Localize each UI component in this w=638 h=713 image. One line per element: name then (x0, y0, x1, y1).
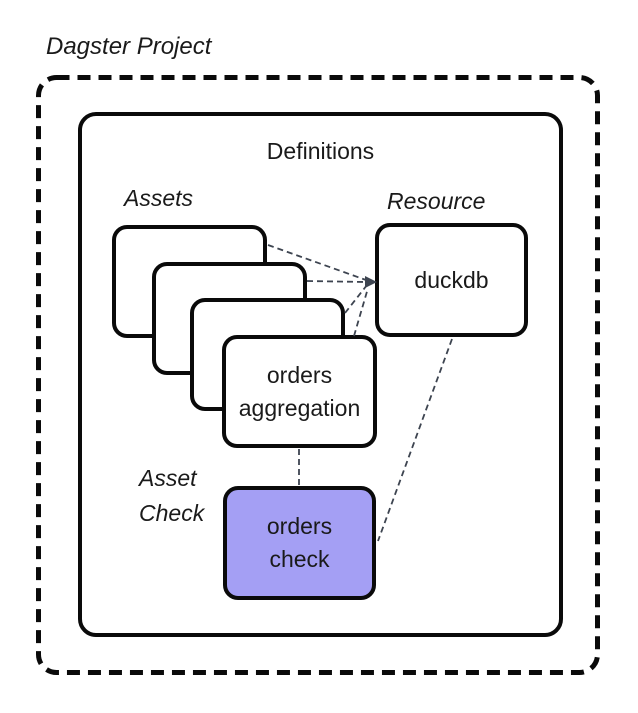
definitions-label: Definitions (266, 138, 375, 164)
asset-card-orders-aggregation: orders aggregation (222, 335, 377, 448)
assets-label: Assets (124, 185, 194, 211)
duckdb-label: duckdb (414, 266, 489, 293)
asset-check-label: Asset Check (139, 465, 205, 526)
resource-label: Resource (387, 188, 486, 214)
asset-check-node-orders-check: orders check (223, 486, 376, 600)
dagster-project-label: Dagster Project (46, 33, 212, 60)
orders-check-label: orders check (266, 513, 333, 572)
orders-aggregation-label: orders aggregation (238, 361, 361, 421)
resource-node-duckdb: duckdb (375, 223, 528, 337)
